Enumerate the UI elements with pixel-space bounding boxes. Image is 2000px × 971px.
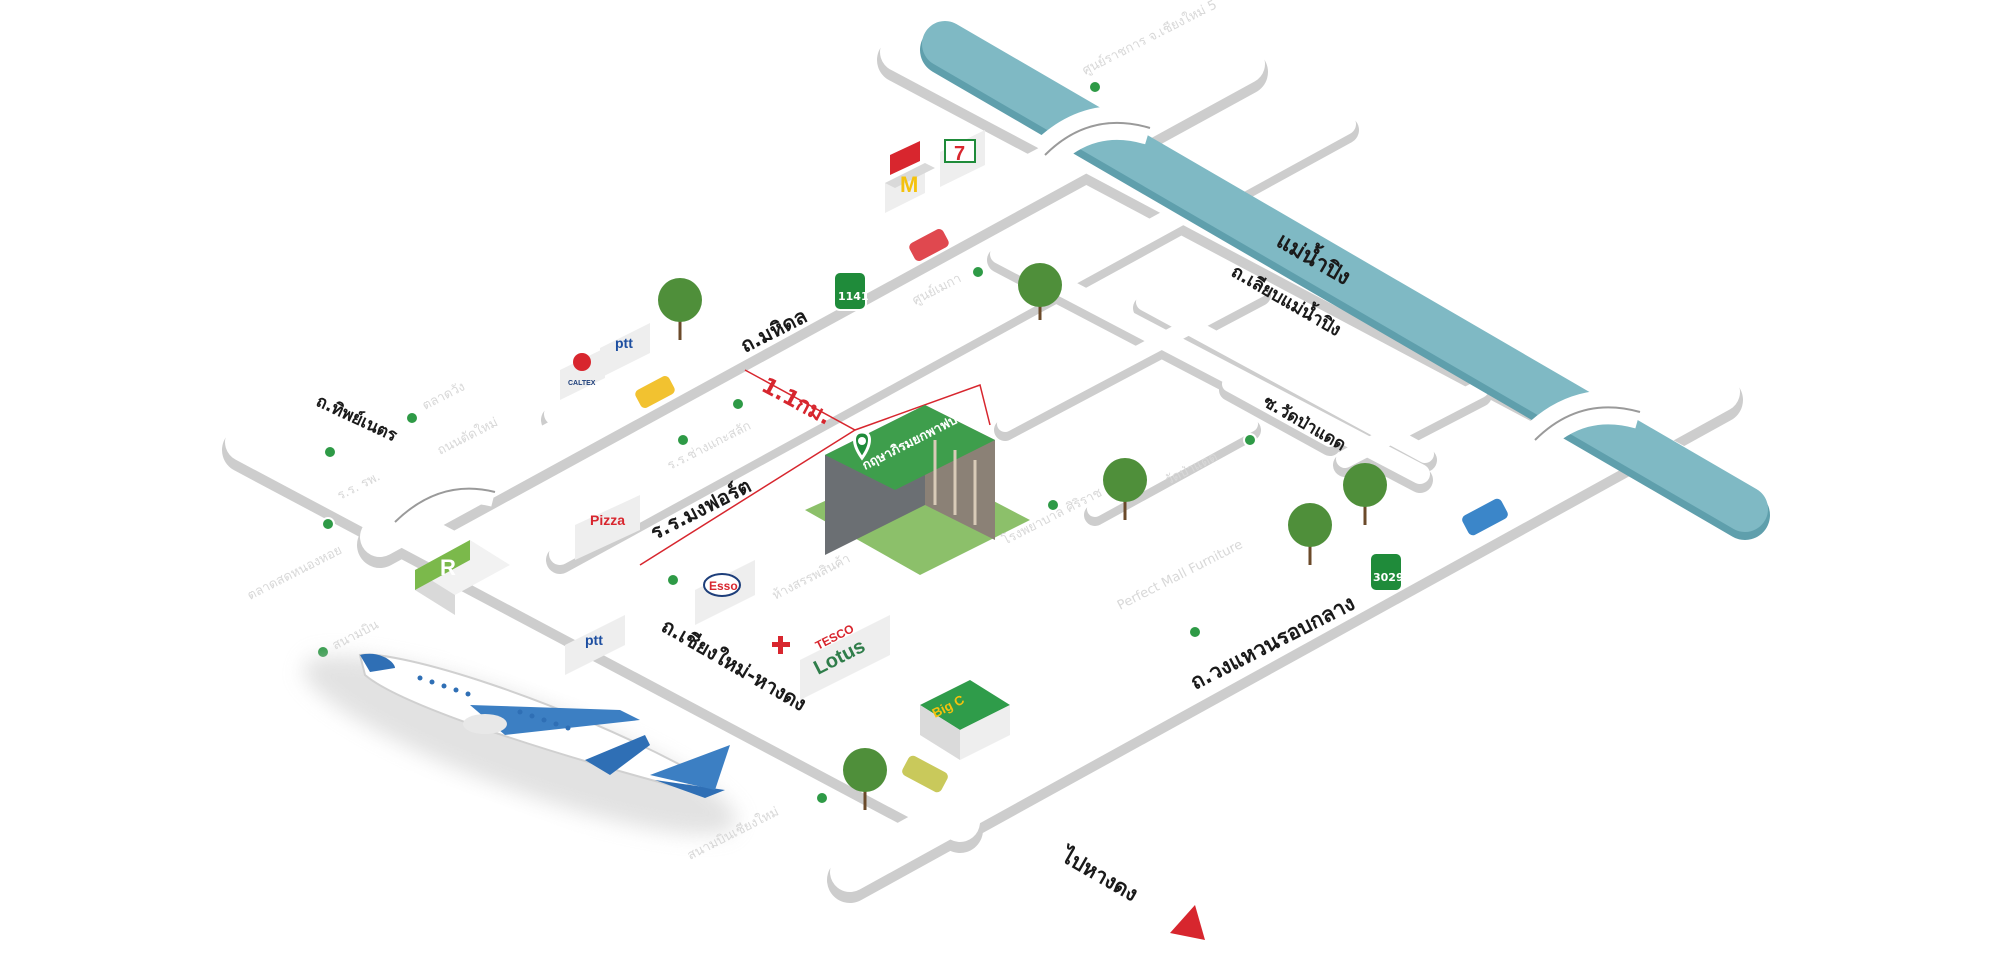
faint-place-10: Perfect Mall Furniture (1115, 537, 1245, 613)
svg-text:R: R (440, 555, 456, 580)
tree-icon (658, 278, 702, 340)
road-label-ring-road: ถ.วงแหวนรอบกลาง (1186, 591, 1358, 695)
brand-ptt-highway[interactable]: ptt (565, 615, 625, 675)
airplane-icon (303, 653, 737, 835)
route-shield-1141: 1141 (833, 271, 869, 311)
location-pin-icon[interactable] (853, 430, 871, 461)
trees (658, 263, 1387, 810)
brand-bigc[interactable]: Big C (920, 680, 1010, 760)
svg-text:Pizza: Pizza (590, 512, 625, 528)
faint-place-7: ห้างสรรพสินค้า (770, 551, 853, 603)
brand-caltex[interactable]: CALTEX (560, 348, 605, 400)
brand-esso[interactable]: Esso (695, 560, 755, 625)
brand-tesco-lotus[interactable]: TESCO Lotus (800, 615, 890, 700)
tree-icon (1103, 458, 1147, 520)
faint-place-3: ตลาดวัง (420, 379, 468, 413)
hospital-cross-icon (772, 636, 790, 654)
faint-place-5: ตลาดสดหนองหอย (245, 543, 345, 604)
route-shield-3029: 3029 (1369, 552, 1404, 592)
brand-mcdonalds[interactable]: M (885, 140, 935, 213)
svg-text:M: M (900, 172, 918, 197)
svg-text:ptt: ptt (585, 632, 603, 648)
tree-icon (1343, 463, 1387, 525)
bridges (384, 105, 1645, 534)
tree-icon (1018, 263, 1062, 320)
svg-text:3029: 3029 (1373, 571, 1404, 584)
tree-icon (1288, 503, 1332, 565)
svg-text:7: 7 (954, 143, 965, 165)
faint-place-2: สนามบิน (330, 618, 381, 654)
car-icon (909, 229, 949, 261)
svg-text:Esso: Esso (709, 579, 738, 593)
car-icon (902, 755, 948, 793)
brand-hotel[interactable]: R (415, 540, 510, 615)
brand-pizza[interactable]: Pizza (575, 495, 640, 560)
landmark-dots (316, 80, 1257, 805)
direction-arrow-icon (1170, 905, 1205, 940)
distance-route-line (639, 369, 991, 566)
brand-ptt-mahidol[interactable]: ptt (600, 323, 650, 378)
svg-text:CALTEX: CALTEX (568, 380, 596, 387)
faint-place-12: ถนนตัดใหม่ (435, 414, 501, 458)
road-label-to-hangdong: ไปหางดง (1056, 842, 1143, 906)
svg-text:1141: 1141 (838, 290, 869, 303)
tree-icon (843, 748, 887, 810)
road-label-thipphanet: ถ.ทิพย์เนตร (313, 390, 401, 446)
car-icon (1462, 498, 1508, 536)
cars (635, 229, 1508, 793)
svg-text:ptt: ptt (615, 335, 633, 351)
project-building[interactable]: กฤษาภิรมยกพาฟบ์ปุ๊ (805, 405, 1030, 575)
brand-seven-eleven[interactable]: 7 (940, 130, 985, 187)
car-icon (635, 376, 675, 408)
